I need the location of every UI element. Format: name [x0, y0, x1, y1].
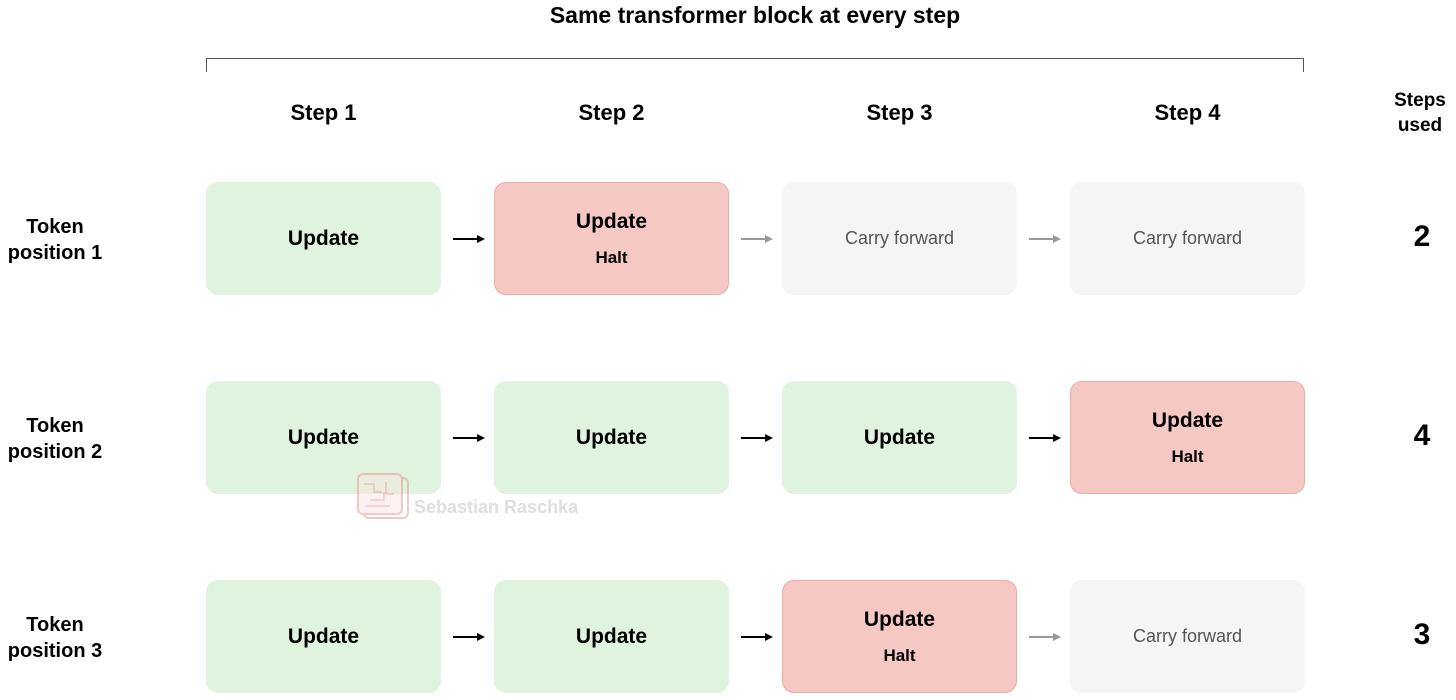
step-box-label: Update	[575, 209, 648, 233]
arrow-right-icon	[741, 433, 773, 442]
watermark-text: Sebastian Raschka	[414, 496, 579, 517]
step-box-label: Update	[863, 607, 936, 631]
step-box-row-1-step-4: Carry forward	[1070, 182, 1305, 295]
steps-bracket	[206, 58, 1304, 72]
row-label-line: Token	[26, 216, 84, 238]
diagram-title: Same transformer block at every step	[549, 2, 961, 28]
step-box-label: Update	[287, 226, 360, 250]
step-header-1: Step 1	[290, 100, 357, 125]
steps-used-count-row-3: 3	[1413, 618, 1431, 651]
row-label-token-position-3: Token position 3	[0, 612, 110, 664]
row-label-token-position-1: Token position 1	[0, 214, 110, 266]
step-box-row-1-step-1: Update	[206, 182, 441, 295]
row-label-line: position 3	[7, 640, 103, 662]
row-label-line: position 2	[7, 441, 103, 463]
step-box-label: Update	[287, 624, 360, 648]
step-box-row-2-step-1: Update	[206, 381, 441, 494]
steps-used-header-line-1: Steps	[1394, 90, 1446, 111]
arrow-right-icon	[1029, 433, 1061, 442]
halt-label: Halt	[1171, 446, 1204, 466]
step-header-4: Step 4	[1154, 100, 1221, 125]
arrow-right-icon	[453, 234, 485, 243]
halt-label: Halt	[595, 247, 628, 267]
step-box-row-3-step-4: Carry forward	[1070, 580, 1305, 693]
steps-used-count-row-1: 2	[1413, 220, 1431, 253]
step-box-label: Update	[575, 425, 648, 449]
arrow-right-icon	[453, 632, 485, 641]
steps-used-header-line-2: used	[1397, 115, 1443, 136]
halt-label: Halt	[883, 645, 916, 665]
row-label-token-position-2: Token position 2	[0, 413, 110, 465]
row-label-line: Token	[26, 614, 84, 636]
step-box-label: Update	[863, 425, 936, 449]
step-header-2: Step 2	[578, 100, 645, 125]
steps-used-count-row-2: 4	[1413, 419, 1431, 452]
arrow-right-icon	[1029, 632, 1061, 641]
watermark: Sebastian Raschka	[356, 472, 578, 520]
arrow-right-icon	[453, 433, 485, 442]
step-box-label: Update	[575, 624, 648, 648]
step-box-label: Carry forward	[844, 228, 955, 248]
step-box-row-2-step-2: Update	[494, 381, 729, 494]
step-header-3: Step 3	[866, 100, 933, 125]
step-box-label: Update	[1151, 408, 1224, 432]
steps-used-header: Steps used	[1380, 88, 1456, 138]
step-box-label: Carry forward	[1132, 626, 1243, 646]
row-label-line: Token	[26, 415, 84, 437]
step-box-label: Update	[287, 425, 360, 449]
arrow-right-icon	[741, 234, 773, 243]
arrow-right-icon	[1029, 234, 1061, 243]
step-box-row-2-step-3: Update	[782, 381, 1017, 494]
step-box-row-1-step-3: Carry forward	[782, 182, 1017, 295]
arrow-right-icon	[741, 632, 773, 641]
row-label-line: position 1	[7, 242, 103, 264]
step-box-row-3-step-2: Update	[494, 580, 729, 693]
step-box-row-3-step-1: Update	[206, 580, 441, 693]
watermark-logo-icon	[357, 473, 409, 519]
step-box-label: Carry forward	[1132, 228, 1243, 248]
